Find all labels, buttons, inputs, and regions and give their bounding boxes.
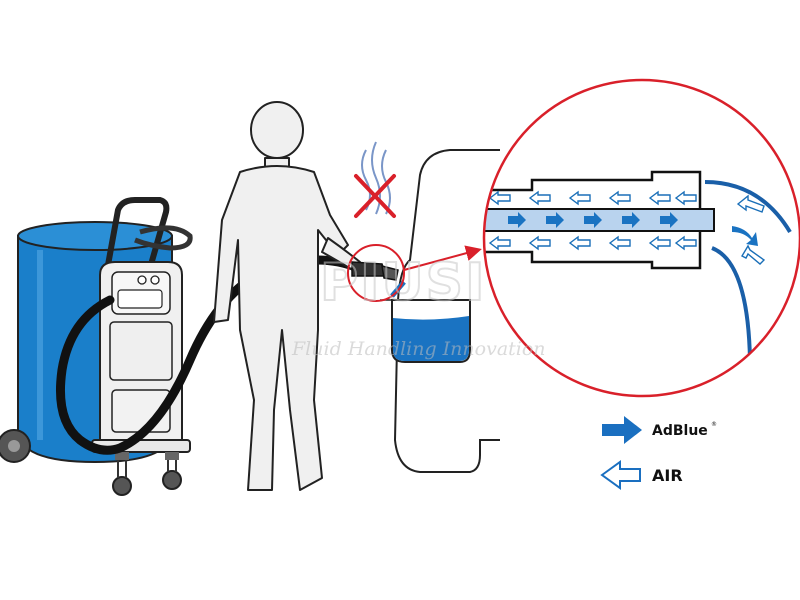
solid-arrow-right-icon [508, 212, 526, 228]
red-x-prohibited-icon [354, 174, 396, 218]
solid-arrow-right-icon [602, 416, 642, 444]
outline-arrow-left-icon [600, 460, 641, 490]
detail-pointer-arrow [403, 245, 482, 271]
operator-figure [213, 101, 361, 491]
legend-adblue-mark: ® [711, 421, 717, 428]
adblue-tank [380, 280, 471, 363]
watermark-tagline: Fluid Handling Innovation [291, 338, 546, 360]
adblue-flow-arrows [508, 212, 758, 246]
watermark: PIUSI Fluid Handling Innovation [291, 252, 546, 360]
vehicle-outline [393, 149, 500, 473]
refill-nozzle [351, 261, 399, 281]
legend-air-label: AIR [652, 466, 683, 485]
solid-arrow-right-icon [622, 212, 640, 228]
air-flow-arrows [488, 190, 766, 265]
watermark-logo: PIUSI [320, 253, 486, 313]
detail-focus-ring [347, 244, 405, 302]
adblue-outflow-arrow [732, 226, 758, 246]
solid-arrow-right-icon [660, 212, 678, 228]
legend-adblue-label: AdBlue [652, 423, 708, 439]
legend: AdBlue ® AIR [600, 416, 717, 490]
magnified-nozzle-detail [482, 78, 800, 398]
solid-arrow-right-icon [546, 212, 564, 228]
solid-arrow-right-icon [584, 212, 602, 228]
